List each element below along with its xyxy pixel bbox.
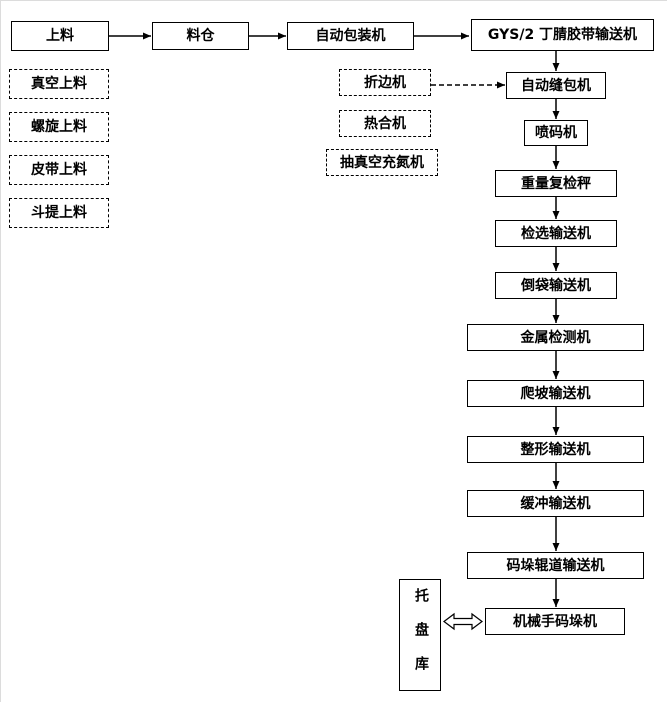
node-pallet-warehouse: 托盘库	[399, 579, 441, 691]
node-robot-palletizer: 机械手码垛机	[485, 608, 625, 635]
node-checkweigher: 重量复检秤	[495, 170, 617, 197]
node-inkjet-printer: 喷码机	[524, 120, 588, 146]
node-buffer-conveyor: 缓冲输送机	[467, 490, 644, 517]
node-feed: 上料	[11, 21, 109, 51]
node-bucket-feed: 斗提上料	[9, 198, 109, 228]
node-screw-feed: 螺旋上料	[9, 112, 109, 142]
node-auto-packer: 自动包装机	[287, 22, 414, 50]
node-metal-detector: 金属检测机	[467, 324, 644, 351]
node-edge-folder: 折边机	[339, 69, 431, 96]
node-silo: 料仓	[152, 22, 249, 50]
node-heat-sealer: 热合机	[339, 110, 431, 137]
node-belt-feed: 皮带上料	[9, 155, 109, 185]
node-vacuum-nitrogen: 抽真空充氮机	[326, 149, 438, 176]
double-arrow-icon	[443, 612, 483, 631]
node-shaping-conveyor: 整形输送机	[467, 436, 644, 463]
node-bag-turnover-conveyor: 倒袋输送机	[495, 272, 617, 299]
node-vacuum-feed: 真空上料	[9, 69, 109, 99]
node-gys-belt-conveyor: GYS/2 丁腈胶带输送机	[471, 19, 654, 51]
node-climbing-conveyor: 爬坡输送机	[467, 380, 644, 407]
node-sorting-conveyor: 检选输送机	[495, 220, 617, 247]
node-palletizing-roller-conveyor: 码垛辊道输送机	[467, 552, 644, 579]
node-auto-sewer: 自动缝包机	[506, 72, 606, 99]
